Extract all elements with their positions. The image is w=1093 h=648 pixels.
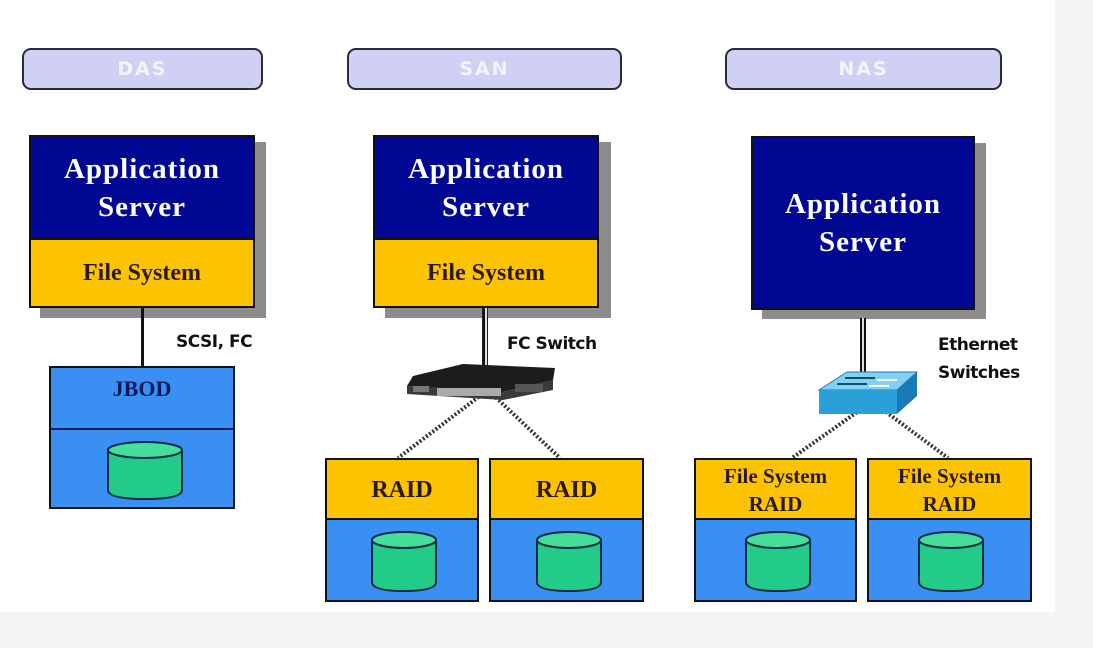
disk-icon [107, 441, 183, 501]
diagram-canvas: DAS Application Server File System SCSI,… [0, 0, 1055, 612]
san-server-title-line2: Server [441, 190, 531, 223]
san-raid-1-label: RAID [371, 477, 433, 503]
nas-raid-1-label-line2: RAID [748, 492, 803, 516]
nas-raid-1-disk-area [694, 518, 857, 602]
nas-link-right [884, 410, 950, 460]
san-raid-1-disk-area [325, 518, 479, 602]
nas-raid-2-disk-area [867, 518, 1032, 602]
nas-raid-2-label-line2: RAID [922, 492, 977, 516]
san-fc-link [482, 308, 488, 368]
nas-connection-label-line1: Ethernet [938, 335, 1018, 355]
nas-server-title-line2: Server [818, 226, 908, 258]
san-header-label: SAN [459, 58, 510, 80]
jbod-divider [51, 428, 233, 430]
san-connection-label: FC Switch [507, 334, 597, 354]
san-file-system-label: File System [427, 260, 545, 286]
nas-header-label: NAS [838, 58, 889, 80]
das-connection-label: SCSI, FC [176, 332, 253, 352]
disk-icon [371, 531, 437, 593]
das-file-system-label: File System [83, 260, 201, 286]
disk-icon [918, 531, 984, 593]
nas-raid-2-label-area: File System RAID [867, 458, 1032, 520]
das-header-label: DAS [117, 58, 168, 80]
das-server-title-line2: Server [97, 190, 187, 223]
ethernet-switch-icon [817, 371, 919, 414]
das-server-title-line1: Application [63, 152, 221, 185]
san-server-title-line1: Application [407, 152, 565, 185]
disk-icon [745, 531, 811, 593]
nas-raid-2-label-line1: File System [897, 464, 1002, 488]
das-jbod: JBOD [49, 366, 235, 509]
san-raid-1-label-area: RAID [325, 458, 479, 520]
fc-switch-icon [407, 364, 555, 400]
nas-raid-1-label-area: File System RAID [694, 458, 857, 520]
san-header: SAN [347, 48, 622, 90]
disk-icon [536, 531, 602, 593]
san-file-system: File System [373, 238, 599, 308]
san-link-right [488, 390, 562, 460]
san-raid-2-label-area: RAID [489, 458, 644, 520]
san-application-server: Application Server [373, 135, 599, 240]
san-raid-2-label: RAID [535, 477, 598, 503]
jbod-label: JBOD [112, 376, 172, 401]
nas-header: NAS [725, 48, 1002, 90]
nas-connection-label-line2: Switches [938, 363, 1020, 383]
das-scsi-link [141, 308, 144, 368]
san-links [396, 390, 950, 460]
san-raid-2-disk-area [489, 518, 644, 602]
nas-connection-label: Ethernet Switches [938, 331, 1020, 387]
das-file-system: File System [29, 238, 255, 308]
nas-link-left [790, 408, 862, 460]
nas-server-title-line1: Application [784, 188, 942, 220]
nas-ethernet-link [860, 318, 866, 378]
nas-application-server: Application Server [751, 136, 975, 310]
nas-raid-1-label-line1: File System [723, 464, 828, 488]
das-header: DAS [22, 48, 263, 90]
